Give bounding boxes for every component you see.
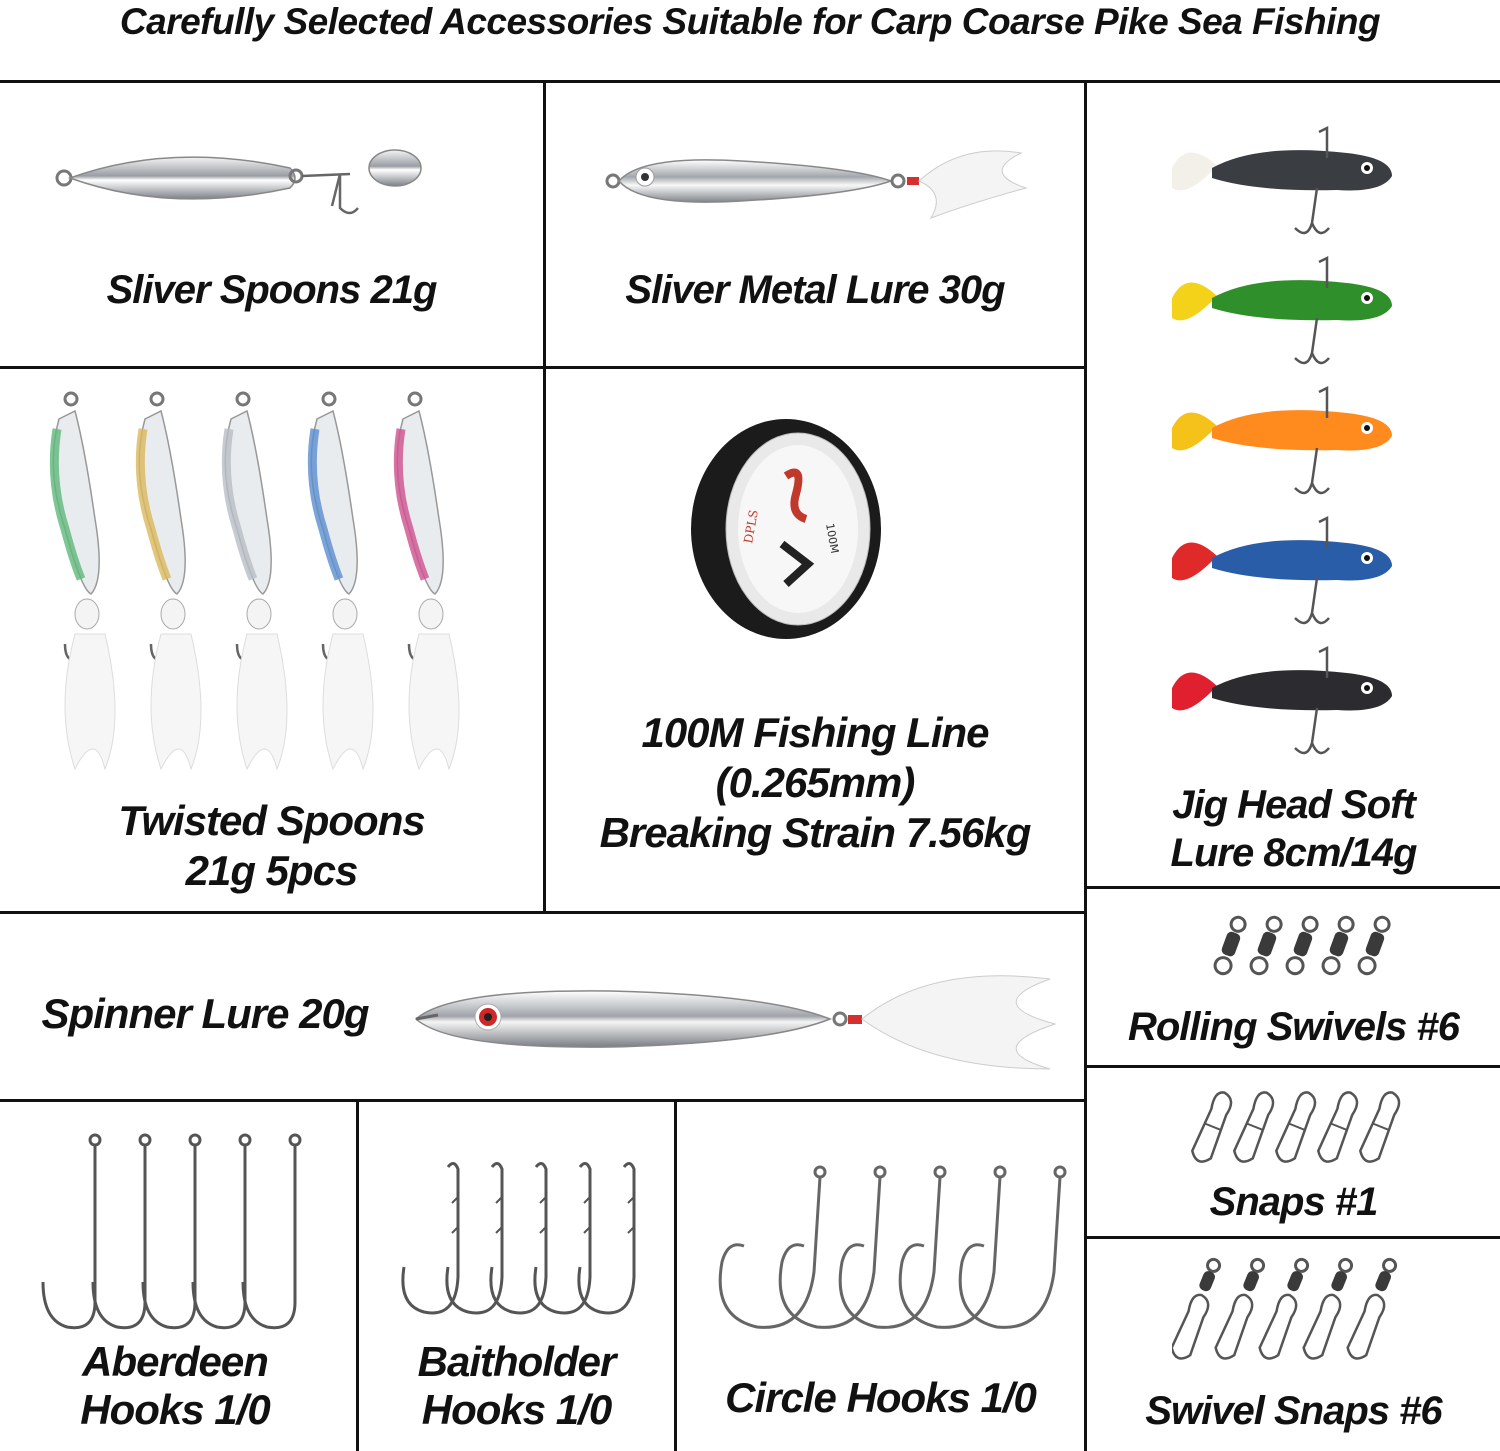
grid-line-v4 [674,1100,677,1451]
twisted-spoon-4 [307,391,374,771]
soft-lure-1 [1172,125,1392,235]
cell-snaps: Snaps #1 [1087,1068,1500,1236]
swivel-snaps-image [1172,1254,1412,1374]
grid-line-h6 [1086,1236,1500,1239]
grid-line-v1 [543,82,546,913]
rolling-swivels-image [1207,914,1397,984]
jig-head-label-line2: Lure 8cm/14g [1170,831,1418,875]
grid-line-h3 [0,1099,1086,1102]
circle-hook-1 [718,1165,827,1329]
twisted-spoon-2 [135,391,202,771]
cell-aberdeen-hooks: Aberdeen Hooks 1/0 [0,1102,356,1451]
aberdeen-hooks-image [35,1132,325,1342]
baitholder-hook-1 [401,1162,460,1315]
twisted-spoon-5 [393,391,460,771]
cell-sliver-spoons: Sliver Spoons 21g [0,83,543,366]
sliver-metal-lure-label: Sliver Metal Lure 30g [625,268,1005,312]
grid-line-v3 [356,1100,359,1451]
rolling-swivel-1 [1213,915,1247,976]
spool-length-text: 100M [823,522,841,554]
soft-lure-2 [1172,255,1392,365]
swivel-snap-5 [1346,1257,1398,1360]
grid-line-h1 [0,366,1086,369]
baitholder-hooks-label-line1: Baitholder [417,1338,617,1385]
grid-line-h2 [0,911,1086,914]
aberdeen-hook-1 [41,1133,102,1330]
grid-line-h5 [1086,1065,1500,1068]
swivel-snap-2 [1214,1257,1266,1360]
twisted-spoons-label-line2: 21g 5pcs [185,847,359,894]
aberdeen-hook-5 [241,1133,302,1330]
aberdeen-hook-4 [191,1133,252,1330]
fishing-line-label-line1: 100M Fishing Line [641,709,989,756]
cell-swivel-snaps: Swivel Snaps #6 [1087,1239,1500,1451]
grid-line-top [0,80,1500,83]
cell-rolling-swivels: Rolling Swivels #6 [1087,889,1500,1065]
swivel-snaps-label: Swivel Snaps #6 [1145,1389,1442,1433]
swivel-snap-4 [1302,1257,1354,1360]
swivel-snap-1 [1172,1257,1222,1360]
cell-circle-hooks: Circle Hooks 1/0 [677,1102,1084,1451]
cell-baitholder-hooks: Baitholder Hooks 1/0 [359,1102,674,1451]
jig-head-lures-image [1167,118,1417,778]
twisted-spoons-image [35,389,505,779]
circle-hook-2 [778,1165,887,1329]
cell-twisted-spoons: Twisted Spoons 21g 5pcs [0,369,543,911]
twisted-spoon-1 [49,391,116,771]
soft-lure-5 [1172,645,1392,755]
fishing-line-spool-image: DPLS 100M [686,414,886,644]
sliver-metal-lure-image [601,143,1031,223]
baitholder-hook-3 [489,1162,548,1315]
grid-line-h4 [1086,886,1500,889]
rolling-swivel-2 [1249,915,1283,976]
circle-hook-5 [958,1165,1067,1329]
spinner-lure-image [410,969,1060,1079]
snap-2 [1232,1091,1275,1163]
cell-spinner-lure: Spinner Lure 20g [0,914,1084,1099]
circle-hook-4 [898,1165,1007,1329]
spool-brand-text: DPLS [741,509,761,545]
aberdeen-hooks-label-line1: Aberdeen [82,1338,269,1385]
snap-5 [1358,1091,1401,1163]
jig-head-label-line1: Jig Head Soft [1172,783,1416,827]
circle-hook-3 [838,1165,947,1329]
circle-hooks-image [702,1162,1072,1342]
aberdeen-hooks-label-line2: Hooks 1/0 [80,1386,270,1433]
swivel-snap-3 [1258,1257,1310,1360]
circle-hooks-label: Circle Hooks 1/0 [725,1374,1037,1421]
twisted-spoons-label-line1: Twisted Spoons [118,797,425,844]
fishing-line-label-line3: Breaking Strain 7.56kg [599,809,1032,856]
aberdeen-hook-3 [141,1133,202,1330]
spinner-lure-label: Spinner Lure 20g [41,990,369,1037]
rolling-swivel-5 [1357,915,1391,976]
rolling-swivels-label: Rolling Swivels #6 [1127,1005,1460,1049]
sliver-spoons-label: Sliver Spoons 21g [106,268,438,312]
snaps-label: Snaps #1 [1209,1180,1379,1224]
aberdeen-hook-2 [91,1133,152,1330]
soft-lure-4 [1172,515,1392,625]
sliver-spoon-image [50,138,450,228]
rolling-swivel-3 [1285,915,1319,976]
grid-line-v2 [1084,82,1087,1451]
cell-sliver-metal-lure: Sliver Metal Lure 30g [546,83,1084,366]
baitholder-hooks-label-line2: Hooks 1/0 [421,1386,612,1433]
snaps-image [1187,1086,1417,1176]
cell-fishing-line: DPLS 100M 100M Fishing Line (0.265mm) Br… [546,369,1084,911]
baitholder-hook-4 [533,1162,592,1315]
snap-1 [1190,1091,1233,1163]
snap-4 [1316,1091,1359,1163]
cell-jig-head: Jig Head Soft Lure 8cm/14g [1087,83,1500,886]
baitholder-hook-2 [445,1162,504,1315]
baitholder-hook-5 [577,1162,636,1315]
baitholder-hooks-image [384,1157,654,1327]
page-headline: Carefully Selected Accessories Suitable … [119,1,1381,42]
snap-3 [1274,1091,1317,1163]
fishing-line-label-line2: (0.265mm) [715,759,916,806]
soft-lure-3 [1172,385,1392,495]
rolling-swivel-4 [1321,915,1355,976]
twisted-spoon-3 [221,391,288,771]
